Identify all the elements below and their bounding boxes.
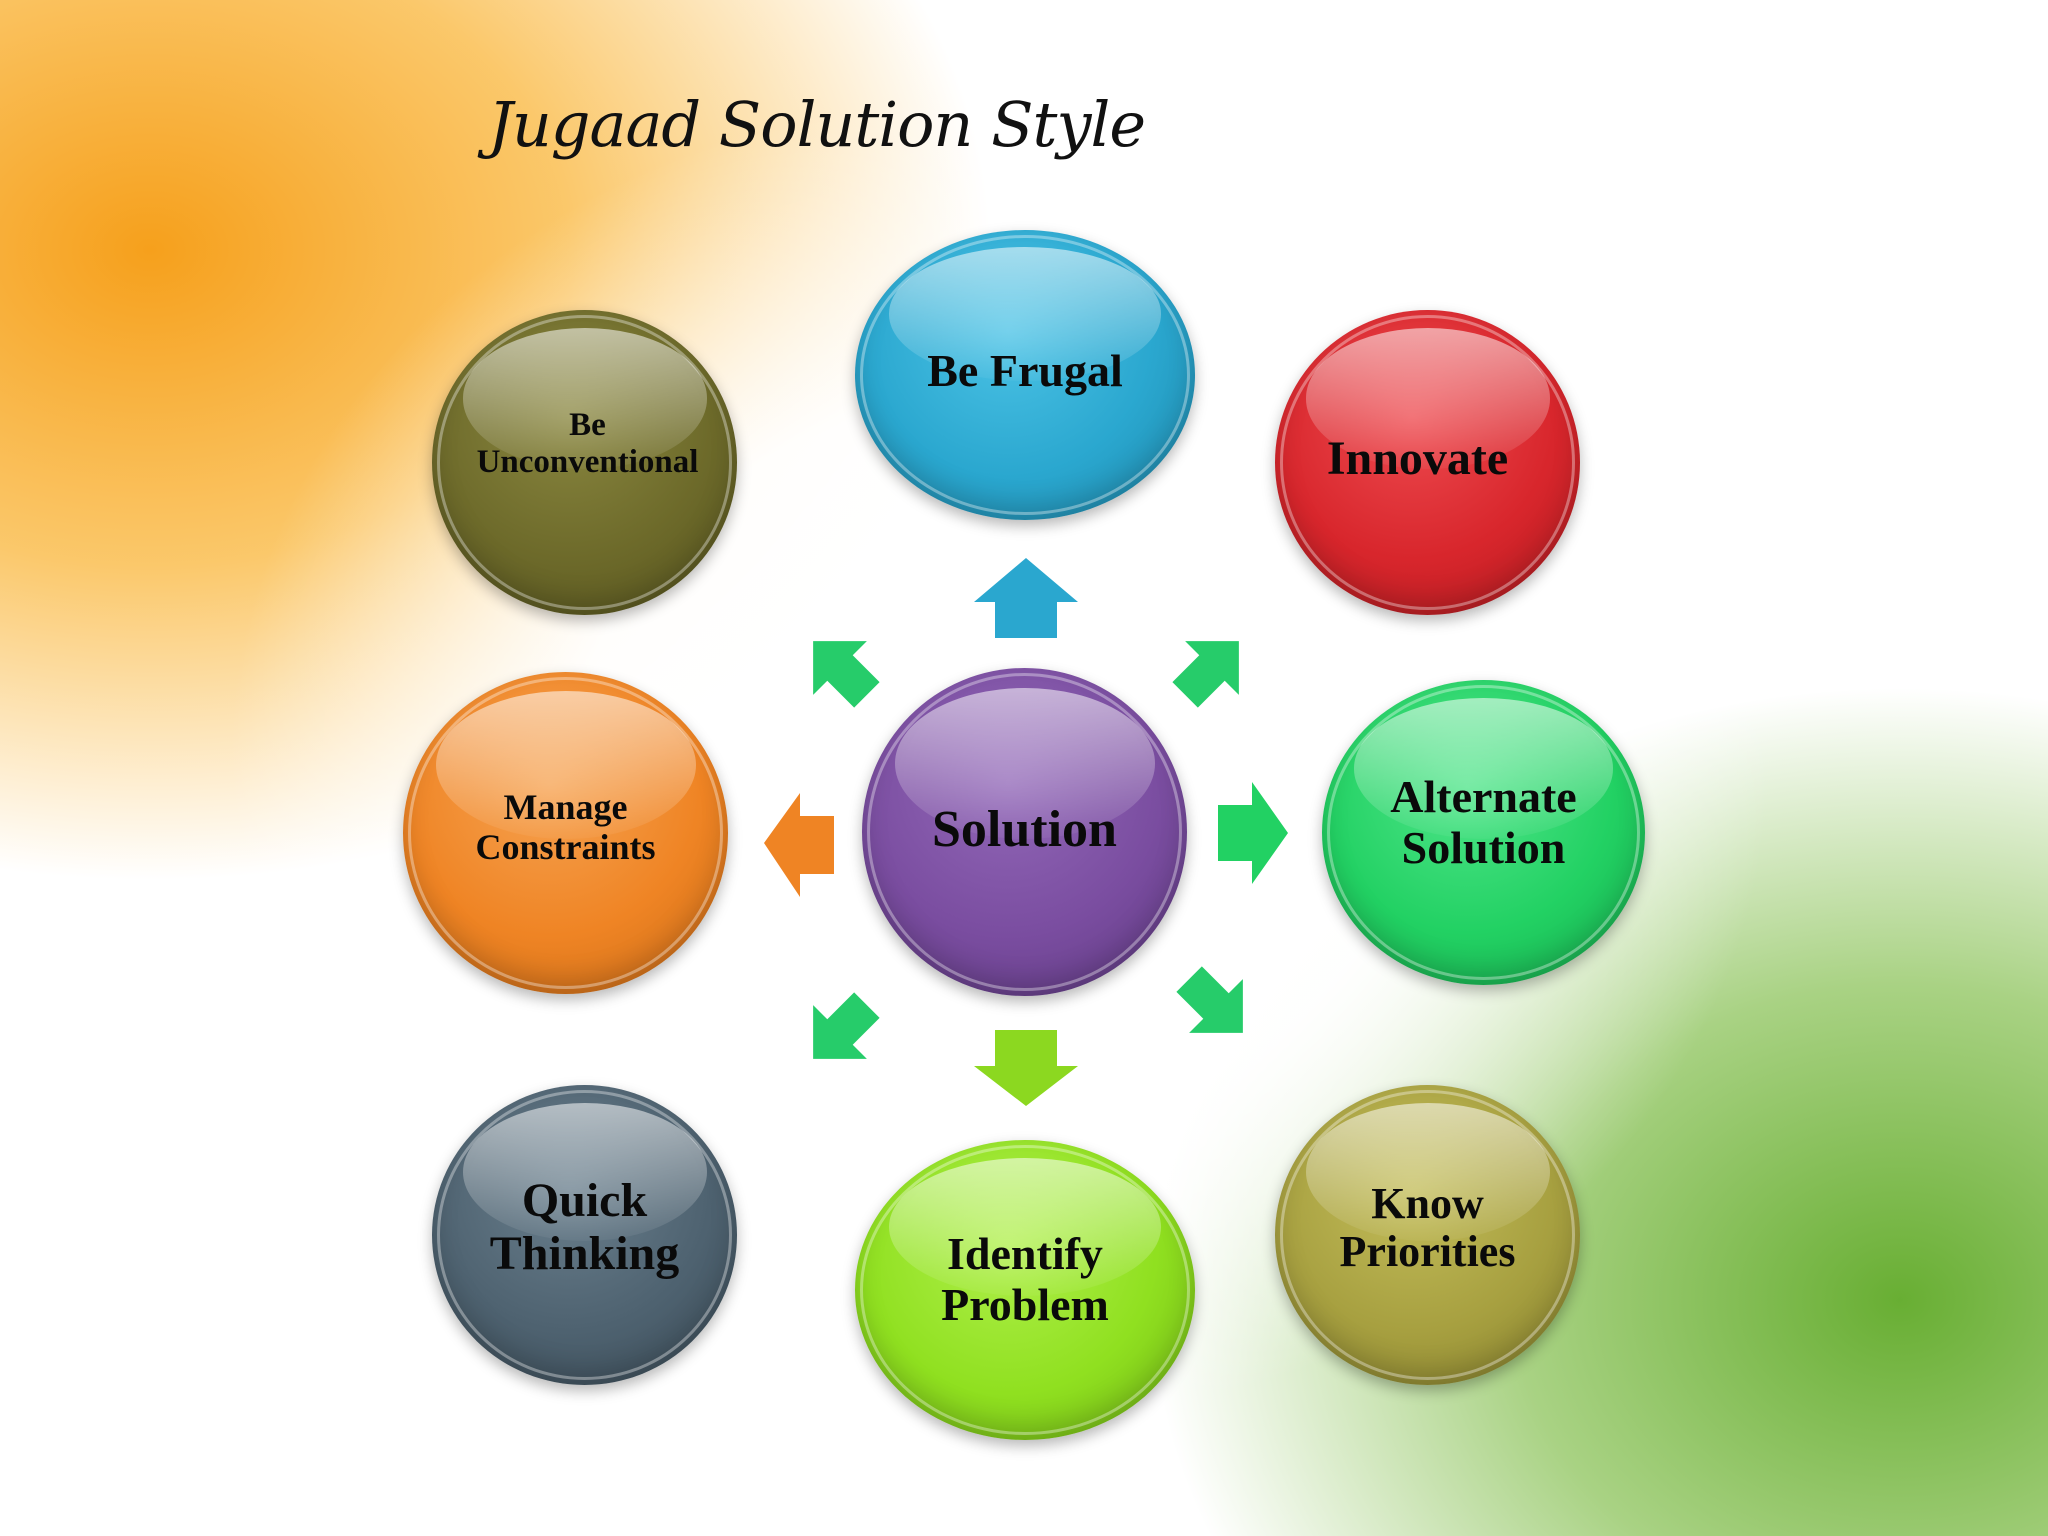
node-alternate-solution: Alternate Solution [1322,680,1645,985]
node-be-unconventional-label: Be Unconventional [476,407,699,480]
node-be-frugal-label: Be Frugal [927,344,1123,396]
node-quick-thinking-label: Quick Thinking [489,1174,680,1280]
arrow-down [974,1030,1078,1106]
node-identify-problem-label: Identify Problem [941,1228,1109,1330]
arrow-right [1218,782,1288,884]
arrow-up [974,558,1078,638]
node-innovate: Innovate [1275,310,1580,615]
node-alternate-solution-label: Alternate Solution [1390,770,1577,873]
node-innovate-label: Innovate [1326,432,1509,486]
node-solution-center: Solution [862,668,1187,996]
node-solution-label: Solution [932,801,1117,859]
arrow-left [764,793,834,897]
node-manage-constraints-label: Manage Constraints [475,787,656,867]
node-know-priorities: Know Priorities [1275,1085,1580,1385]
arrow-up-left [813,641,880,708]
node-identify-problem: Identify Problem [855,1140,1195,1440]
node-be-frugal: Be Frugal [855,230,1195,520]
arrow-up-right [1172,641,1239,708]
arrow-down-right [1176,966,1243,1033]
node-quick-thinking: Quick Thinking [432,1085,737,1385]
node-manage-constraints: Manage Constraints [403,672,728,994]
arrow-down-left [813,992,880,1059]
diagram-title: Jugaad Solution Style [488,88,1146,161]
node-be-unconventional: Be Unconventional [432,310,737,615]
node-know-priorities-label: Know Priorities [1339,1178,1516,1276]
